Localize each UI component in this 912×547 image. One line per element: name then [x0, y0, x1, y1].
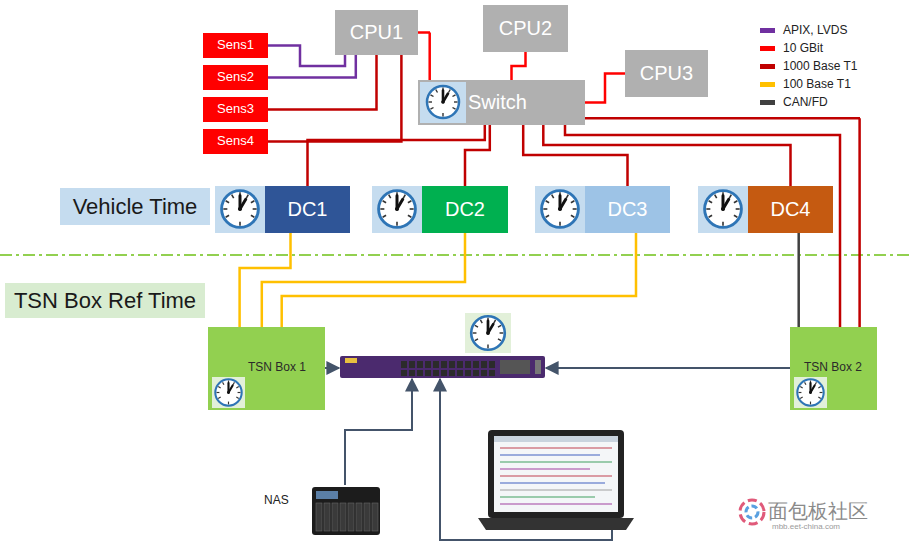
connector — [268, 46, 345, 67]
node-label: DC3 — [607, 198, 647, 221]
legend-text: CAN/FD — [783, 96, 828, 110]
legend-row: CAN/FD — [760, 96, 828, 110]
link-arrow — [325, 367, 339, 369]
node-label: Vehicle Time — [73, 194, 198, 219]
time-domain-label: TSN Box Ref Time — [5, 283, 205, 318]
node-label: Sens2 — [217, 70, 254, 85]
connector — [268, 55, 401, 142]
connector — [282, 233, 636, 327]
node-label: TSN Box 1 — [248, 361, 306, 375]
boundary-line — [0, 254, 912, 256]
domain-controller: DC3 — [585, 186, 670, 233]
cpu-box: CPU1 — [335, 10, 418, 55]
sensor-box: Sens4 — [203, 129, 268, 154]
legend-text: 10 GBit — [783, 42, 823, 56]
domain-controller: DC4 — [748, 186, 833, 233]
connector — [512, 52, 526, 80]
node-label: CPU3 — [640, 62, 693, 85]
sensor-box: Sens1 — [203, 33, 268, 58]
node-label: Sens3 — [217, 102, 254, 117]
legend-swatch — [760, 46, 775, 51]
legend-swatch — [760, 100, 775, 105]
tsn-box: TSN Box 2 — [790, 327, 877, 410]
legend-row: APIX, LVDS — [760, 24, 847, 38]
network-switch — [340, 356, 545, 378]
domain-controller: DC1 — [265, 186, 350, 233]
watermark: mbb.eet-china.com — [772, 522, 840, 531]
legend-text: 100 Base T1 — [783, 78, 851, 92]
connector — [268, 55, 377, 110]
connector — [797, 233, 800, 327]
domain-controller: DC2 — [422, 186, 508, 233]
legend-row: 1000 Base T1 — [760, 60, 858, 74]
node-label: DC4 — [770, 198, 810, 221]
legend-row: 10 GBit — [760, 42, 823, 56]
link-arrow — [546, 367, 790, 369]
connector — [268, 55, 356, 78]
node-label: Sens4 — [217, 134, 254, 149]
watermark-logo — [740, 500, 764, 524]
node-label: CPU2 — [499, 17, 552, 40]
watermark: 面包板社区 — [768, 498, 868, 525]
clock-icon — [212, 82, 827, 408]
legend-swatch — [760, 64, 775, 69]
legend-swatch — [760, 82, 775, 87]
connector — [418, 33, 430, 81]
cpu-box: CPU2 — [483, 5, 568, 52]
sensor-box: Sens3 — [203, 97, 268, 122]
cpu-box: CPU3 — [625, 50, 708, 97]
laptop — [478, 430, 634, 530]
link-arrow — [345, 379, 412, 485]
legend-row: 100 Base T1 — [760, 78, 851, 92]
node-label: Switch — [468, 91, 527, 114]
legend-swatch — [760, 28, 775, 33]
tsn-box: TSN Box 1 — [208, 327, 325, 410]
legend-text: APIX, LVDS — [783, 24, 847, 38]
connector — [308, 125, 485, 186]
nas-device — [312, 487, 380, 535]
node-label: CPU1 — [350, 21, 403, 44]
node-label: TSN Box 2 — [804, 361, 862, 375]
node-label: DC1 — [287, 198, 327, 221]
node-label: TSN Box Ref Time — [14, 288, 196, 313]
connector — [465, 125, 490, 186]
node-label: DC2 — [445, 198, 485, 221]
node-label: Sens1 — [217, 38, 254, 53]
switch-box: Switch — [418, 80, 585, 125]
time-domain-label: Vehicle Time — [60, 188, 210, 225]
connector — [262, 233, 465, 327]
sensor-box: Sens2 — [203, 65, 268, 90]
connector — [585, 74, 625, 103]
device-label: NAS — [264, 493, 289, 507]
legend-text: 1000 Base T1 — [783, 60, 858, 74]
